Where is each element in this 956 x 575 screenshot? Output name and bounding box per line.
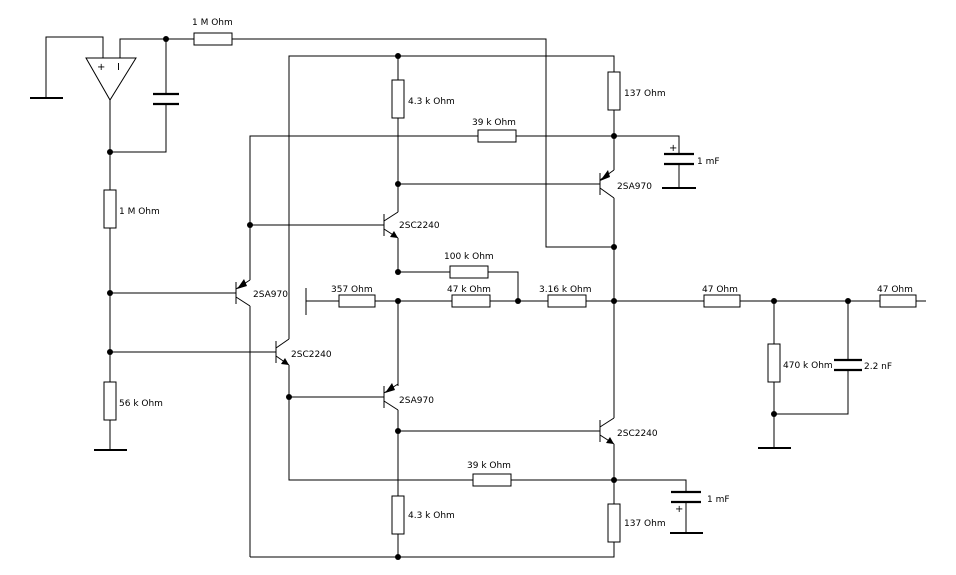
label-q-bot-driver: 2SA970 [399,396,434,406]
label-q-top-out: 2SA970 [617,182,652,192]
label-q-left-npn: 2SC2240 [291,350,332,360]
label-r-bot-fb: 39 k Ohm [467,461,511,471]
label-c-top: 1 mF [697,157,720,167]
label-r-top-col: 4.3 k Ohm [408,97,455,107]
r-out [703,294,741,308]
label-r-out: 47 Ohm [702,285,738,295]
r-bot-col [391,495,405,535]
label-r-bot-col: 4.3 k Ohm [408,511,455,521]
component-labels: 1 M Ohm 1 M Ohm 56 k Ohm 4.3 k Ohm 137 O… [119,18,913,529]
r-top-fb [477,129,517,143]
junction-dots [107,36,851,560]
r-mid-b [451,294,491,308]
label-r-feedback: 1 M Ohm [192,18,233,28]
label-r-bias-upper: 1 M Ohm [119,207,160,217]
r-in [338,294,376,308]
r-bot-fb [472,473,512,487]
opamp-plus-label: + [97,62,105,73]
q-bot-driver [383,383,399,411]
transistors [235,169,615,445]
resistors [103,32,917,543]
label-r-mid-c: 3.16 k Ohm [539,285,592,295]
r-top-col [391,79,405,119]
capacitors: + + [153,92,862,515]
r-mid-c [547,294,587,308]
label-r-top-fb: 39 k Ohm [472,118,516,128]
r-top-emit [607,71,621,111]
opamp-minus-label: I [117,62,120,73]
label-q-left-pnp: 2SA970 [253,290,288,300]
label-q-top-driver: 2SC2240 [399,221,440,231]
r-bot-emit [607,503,621,543]
r-load [767,343,781,383]
label-r-mid-b: 47 k Ohm [447,285,491,295]
label-q-bot-out: 2SC2240 [617,429,658,439]
opamp: + I [85,57,137,101]
ground-symbols [30,97,791,534]
label-r-top-emit: 137 Ohm [624,89,666,99]
label-c-bot: 1 mF [707,495,730,505]
q-top-out [599,169,615,199]
r-bias-upper [103,189,117,229]
c-bot-plus: + [675,504,683,515]
label-r-in: 357 Ohm [331,285,373,295]
label-r-mid-a: 100 k Ohm [444,252,494,262]
r-feedback [193,32,233,46]
label-r-bot-emit: 137 Ohm [624,519,666,529]
wires [45,36,926,558]
q-bot-out [599,417,615,445]
q-top-driver [383,211,399,239]
label-c-load: 2.2 nF [864,362,892,372]
q-left-npn [275,338,290,366]
c-top-plus: + [669,143,677,154]
label-r-load: 470 k Ohm [783,361,833,371]
r-mid-a [449,265,489,279]
q-left-pnp [235,279,251,307]
label-r-bias-lower: 56 k Ohm [119,399,163,409]
r-bias-lower [103,381,117,421]
r-out2 [879,294,917,308]
label-r-out2: 47 Ohm [877,285,913,295]
